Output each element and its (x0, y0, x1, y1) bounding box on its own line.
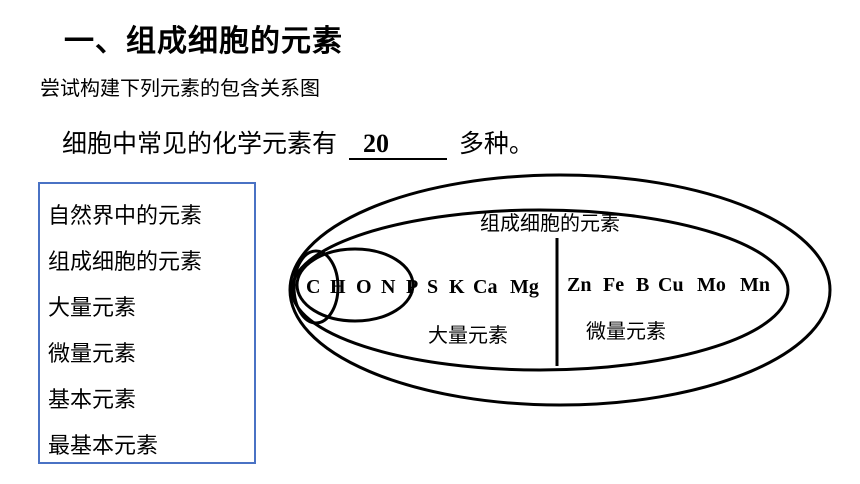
statement: 细胞中常见的化学元素有 20 多种。 (62, 124, 534, 160)
page-title: 一、组成细胞的元素 (64, 24, 343, 59)
micro-element-mn: Mn (740, 274, 770, 296)
cell-elements-ellipse (290, 208, 790, 372)
most-basic-ellipse (292, 249, 340, 325)
legend-item-macro-elements: 大量元素 (48, 296, 137, 321)
legend-item-cell-elements: 组成细胞的元素 (48, 250, 203, 275)
nature-ellipse (288, 173, 832, 407)
statement-after: 多种。 (458, 129, 534, 158)
legend-item-basic-elements: 基本元素 (48, 388, 137, 413)
micro-element-mo: Mo (697, 274, 726, 296)
macro-element-o: O (356, 276, 372, 298)
legend-item-nature-elements: 自然界中的元素 (48, 204, 203, 229)
macro-element-c: C (306, 276, 320, 298)
answer-value: 20 (362, 129, 389, 158)
statement-before: 细胞中常见的化学元素有 (62, 129, 338, 158)
micro-element-zn: Zn (567, 274, 591, 296)
micro-elements-label: 微量元素 (586, 319, 666, 343)
page-subtitle: 尝试构建下列元素的包含关系图 (40, 76, 320, 100)
cell-elements-label: 组成细胞的元素 (480, 211, 620, 235)
macro-element-h: H (330, 276, 346, 298)
macro-element-ca: Ca (473, 276, 497, 298)
answer-blank: 20 (348, 129, 447, 160)
micro-element-fe: Fe (603, 274, 624, 296)
macro-element-n: N (381, 276, 396, 298)
macro-element-p: P (406, 276, 418, 298)
legend-item-micro-elements: 微量元素 (48, 342, 137, 367)
micro-element-b: B (636, 274, 649, 296)
legend-item-most-basic-elements: 最基本元素 (48, 434, 159, 459)
basic-elements-ellipse (295, 247, 415, 323)
macro-element-mg: Mg (510, 276, 539, 298)
legend-box: 自然界中的元素 组成细胞的元素 大量元素 微量元素 基本元素 最基本元素 (38, 182, 256, 464)
macro-elements-label: 大量元素 (428, 323, 508, 347)
macro-element-k: K (449, 276, 465, 298)
micro-element-cu: Cu (658, 274, 684, 296)
macro-element-s: S (427, 276, 438, 298)
